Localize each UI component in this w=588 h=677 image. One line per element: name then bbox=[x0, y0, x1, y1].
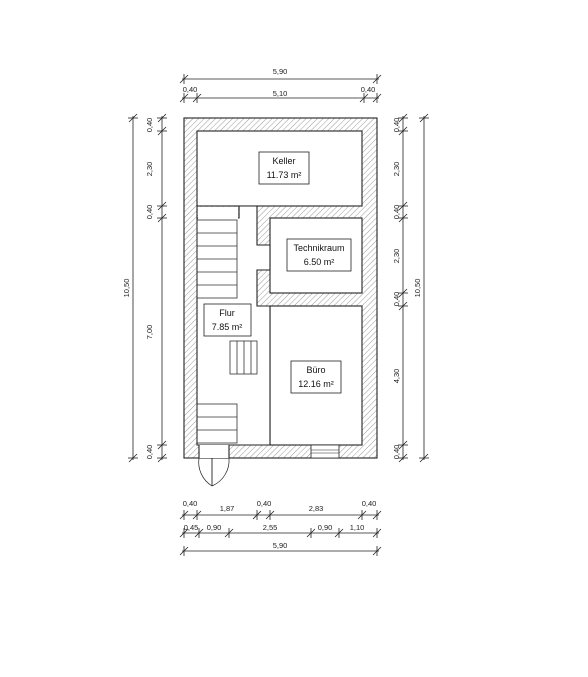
dim-right-overall: 10,50 bbox=[413, 279, 422, 298]
dim-bot2-e: 1,10 bbox=[350, 523, 365, 532]
dim-bot1-a: 0,40 bbox=[183, 499, 198, 508]
room-area-buero: 12.16 m² bbox=[298, 379, 334, 389]
dim-right-1: 0,40 bbox=[392, 118, 401, 133]
dimension-right: 0,40 2,30 0,40 2,30 0,40 4,30 0,40 10,50 bbox=[392, 113, 429, 463]
dimension-top: 5,90 0,40 5,10 0,40 bbox=[179, 67, 382, 103]
dim-left-3: 0,40 bbox=[145, 205, 154, 220]
dim-top-overall: 5,90 bbox=[273, 67, 288, 76]
entrance-door bbox=[198, 445, 230, 487]
room-name-buero: Büro bbox=[306, 365, 325, 375]
dim-bot1-e: 0,40 bbox=[362, 499, 377, 508]
dim-left-5: 0,40 bbox=[145, 445, 154, 460]
room-area-keller: 11.73 m² bbox=[267, 170, 302, 180]
dim-left-overall: 10,50 bbox=[122, 279, 131, 298]
stair-middle bbox=[229, 340, 258, 375]
dim-left-1: 0,40 bbox=[145, 118, 154, 133]
dimension-left: 10,50 0,40 2,30 0,40 7,00 0,40 bbox=[122, 113, 167, 463]
room-name-technikraum: Technikraum bbox=[293, 243, 344, 253]
dim-bot2-c: 2,55 bbox=[263, 523, 278, 532]
room-area-technikraum: 6.50 m² bbox=[304, 257, 335, 267]
dim-left-2: 2,30 bbox=[145, 162, 154, 177]
dim-right-4: 2,30 bbox=[392, 249, 401, 264]
dim-right-6: 4,30 bbox=[392, 369, 401, 384]
room-area-flur: 7.85 m² bbox=[212, 322, 243, 332]
stair-lower bbox=[196, 403, 238, 444]
label-technikraum: Technikraum 6.50 m² bbox=[286, 238, 352, 272]
dim-bot2-b: 0,90 bbox=[207, 523, 222, 532]
dim-bot1-d: 2,83 bbox=[309, 504, 324, 513]
label-keller: Keller 11.73 m² bbox=[258, 151, 310, 185]
stair-upper bbox=[196, 219, 238, 299]
dim-bot2-a: 0,45 bbox=[184, 523, 199, 532]
corridor-fill bbox=[198, 207, 238, 219]
dim-left-4: 7,00 bbox=[145, 325, 154, 340]
room-name-keller: Keller bbox=[272, 156, 295, 166]
label-buero: Büro 12.16 m² bbox=[290, 360, 342, 394]
dim-right-7: 0,40 bbox=[392, 445, 401, 460]
dim-bot-overall: 5,90 bbox=[273, 541, 288, 550]
dim-top-right-wall: 0,40 bbox=[361, 85, 376, 94]
dim-top-left-wall: 0,40 bbox=[183, 85, 198, 94]
room-name-flur: Flur bbox=[219, 308, 235, 318]
dim-right-3: 0,40 bbox=[392, 205, 401, 220]
dim-bot1-c: 0,40 bbox=[257, 499, 272, 508]
dim-bot1-b: 1,87 bbox=[220, 504, 235, 513]
window-buero bbox=[310, 444, 340, 459]
dim-right-2: 2,30 bbox=[392, 162, 401, 177]
dim-right-5: 0,40 bbox=[392, 292, 401, 307]
dimension-bottom: 0,40 1,87 0,40 2,83 0,40 0,45 0,90 2,55 … bbox=[179, 499, 382, 556]
label-flur: Flur 7.85 m² bbox=[203, 303, 252, 337]
dim-bot2-d: 0,90 bbox=[318, 523, 333, 532]
dim-top-inner: 5,10 bbox=[273, 89, 288, 98]
